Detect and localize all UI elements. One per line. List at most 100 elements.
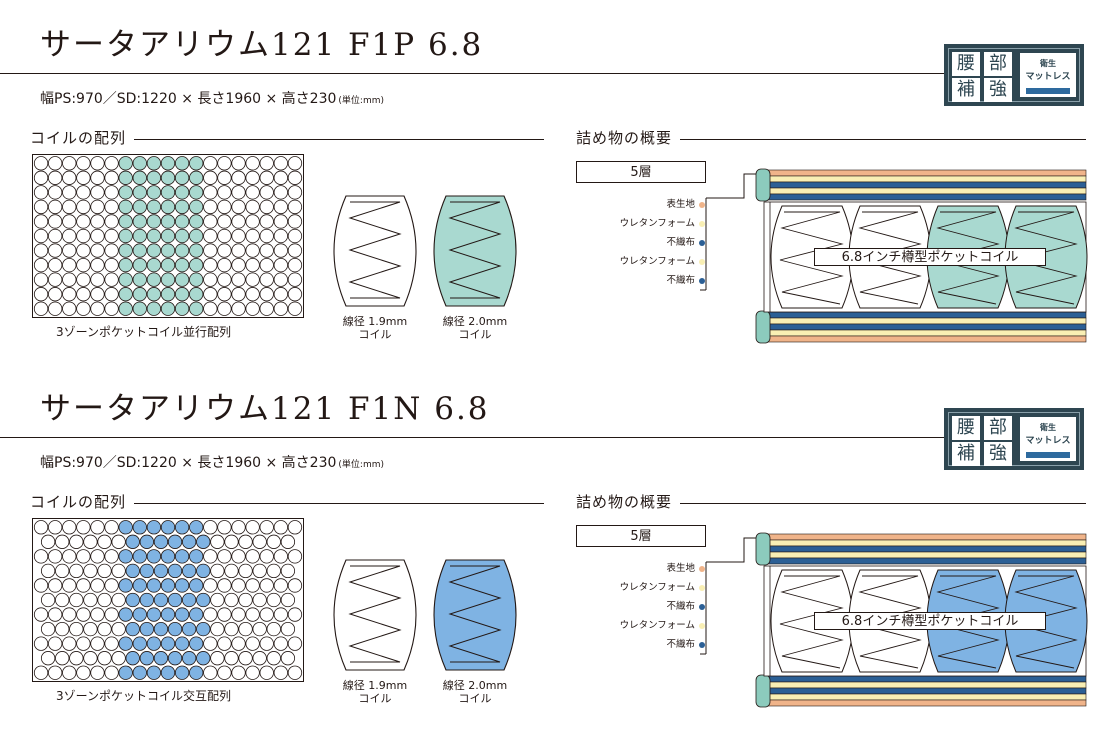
badge-char: 補 [952,78,980,102]
badge-char: 腰 [952,416,980,440]
grid-coil [48,520,63,535]
pocket-coil [1004,205,1088,309]
grid-coil [217,287,232,302]
mark-mid-text: マットレス [1025,436,1071,446]
grid-coil [97,534,112,549]
lumbar-support-badge: 腰部補強衛生マットレス [944,44,1084,106]
grid-coil [245,272,260,287]
badge-char: 腰 [952,52,980,76]
grid-coil [189,228,204,244]
edge-cap [755,532,771,566]
grid-coil [210,592,225,608]
grid-coil [280,534,296,549]
grid-coil [97,651,112,666]
grid-coil [203,287,218,302]
layer-stripe [767,311,1087,319]
grid-coil [287,607,303,622]
grid-coil [97,592,112,608]
grid-coil [174,578,190,593]
grid-coil [287,156,303,171]
grid-coil [111,592,126,608]
grid-coil [273,636,288,651]
legend-swatch [699,258,705,265]
grid-coil [287,665,303,680]
grid-coil [224,621,239,637]
grid-coil [273,243,288,258]
grid-coil [62,549,77,564]
grid-coil [132,665,147,680]
grid-coil [280,651,296,666]
grid-coil [287,272,303,287]
grid-coil [259,578,274,593]
grid-coil [238,563,253,579]
grid-coil [238,621,253,637]
grid-coil [280,592,296,608]
grid-coil [245,636,260,651]
grid-coil [97,621,112,637]
grid-coil [160,607,176,622]
grid-coil [90,243,105,258]
grid-coil [224,651,239,666]
grid-coil [125,534,140,549]
grid-coil [273,228,288,244]
grid-coil [217,156,232,171]
grid-coil [76,257,91,273]
grid-coil [118,636,133,651]
grid-coil [33,272,49,287]
grid-coil [174,272,190,287]
grid-caption: 3ゾーンポケットコイル交互配列 [56,689,232,703]
grid-coil [174,170,190,185]
grid-coil [76,243,91,258]
grid-coil [146,257,162,273]
grid-coil [174,185,190,200]
grid-coil [40,534,56,549]
grid-coil [203,520,218,535]
grid-coil [245,301,260,316]
layer-stripe [767,545,1087,553]
grid-coil [104,287,119,302]
grid-coil [118,199,133,215]
grid-coil [174,301,190,316]
grid-coil [160,301,176,316]
legend-label: 不織布 [666,237,695,248]
grid-coil [118,287,133,302]
grid-coil [266,592,281,608]
coil-grid [32,518,304,682]
grid-coil [182,534,197,549]
grid-coil [259,301,274,316]
grid-coil [33,199,49,215]
grid-coil [174,607,190,622]
grid-coil [252,651,267,666]
coil-heading-rule [36,503,544,504]
grid-coil [266,563,281,579]
grid-coil [104,636,119,651]
grid-coil [139,534,154,549]
grid-coil [273,301,288,316]
grid-coil [76,199,91,215]
grid-coil [146,272,162,287]
filling-heading-rule [580,139,1086,140]
grid-coil [245,199,260,215]
grid-coil [146,199,162,215]
grid-coil [266,621,281,637]
grid-coil [146,301,162,316]
grid-coil [273,156,288,171]
grid-coil [203,301,218,316]
grid-coil [189,243,204,258]
grid-coil [104,272,119,287]
grid-coil [287,199,303,215]
grid-coil [189,665,204,680]
grid-coil [189,301,204,316]
legend-label: 不織布 [666,275,695,286]
grid-coil [76,287,91,302]
grid-coil [104,607,119,622]
grid-coil [174,199,190,215]
grid-coil [76,228,91,244]
grid-coil [33,607,49,622]
grid-coil [196,534,211,549]
grid-coil [125,651,140,666]
grid-coil [118,301,133,316]
grid-coil [132,549,147,564]
legend-label: ウレタンフォーム [619,582,695,593]
